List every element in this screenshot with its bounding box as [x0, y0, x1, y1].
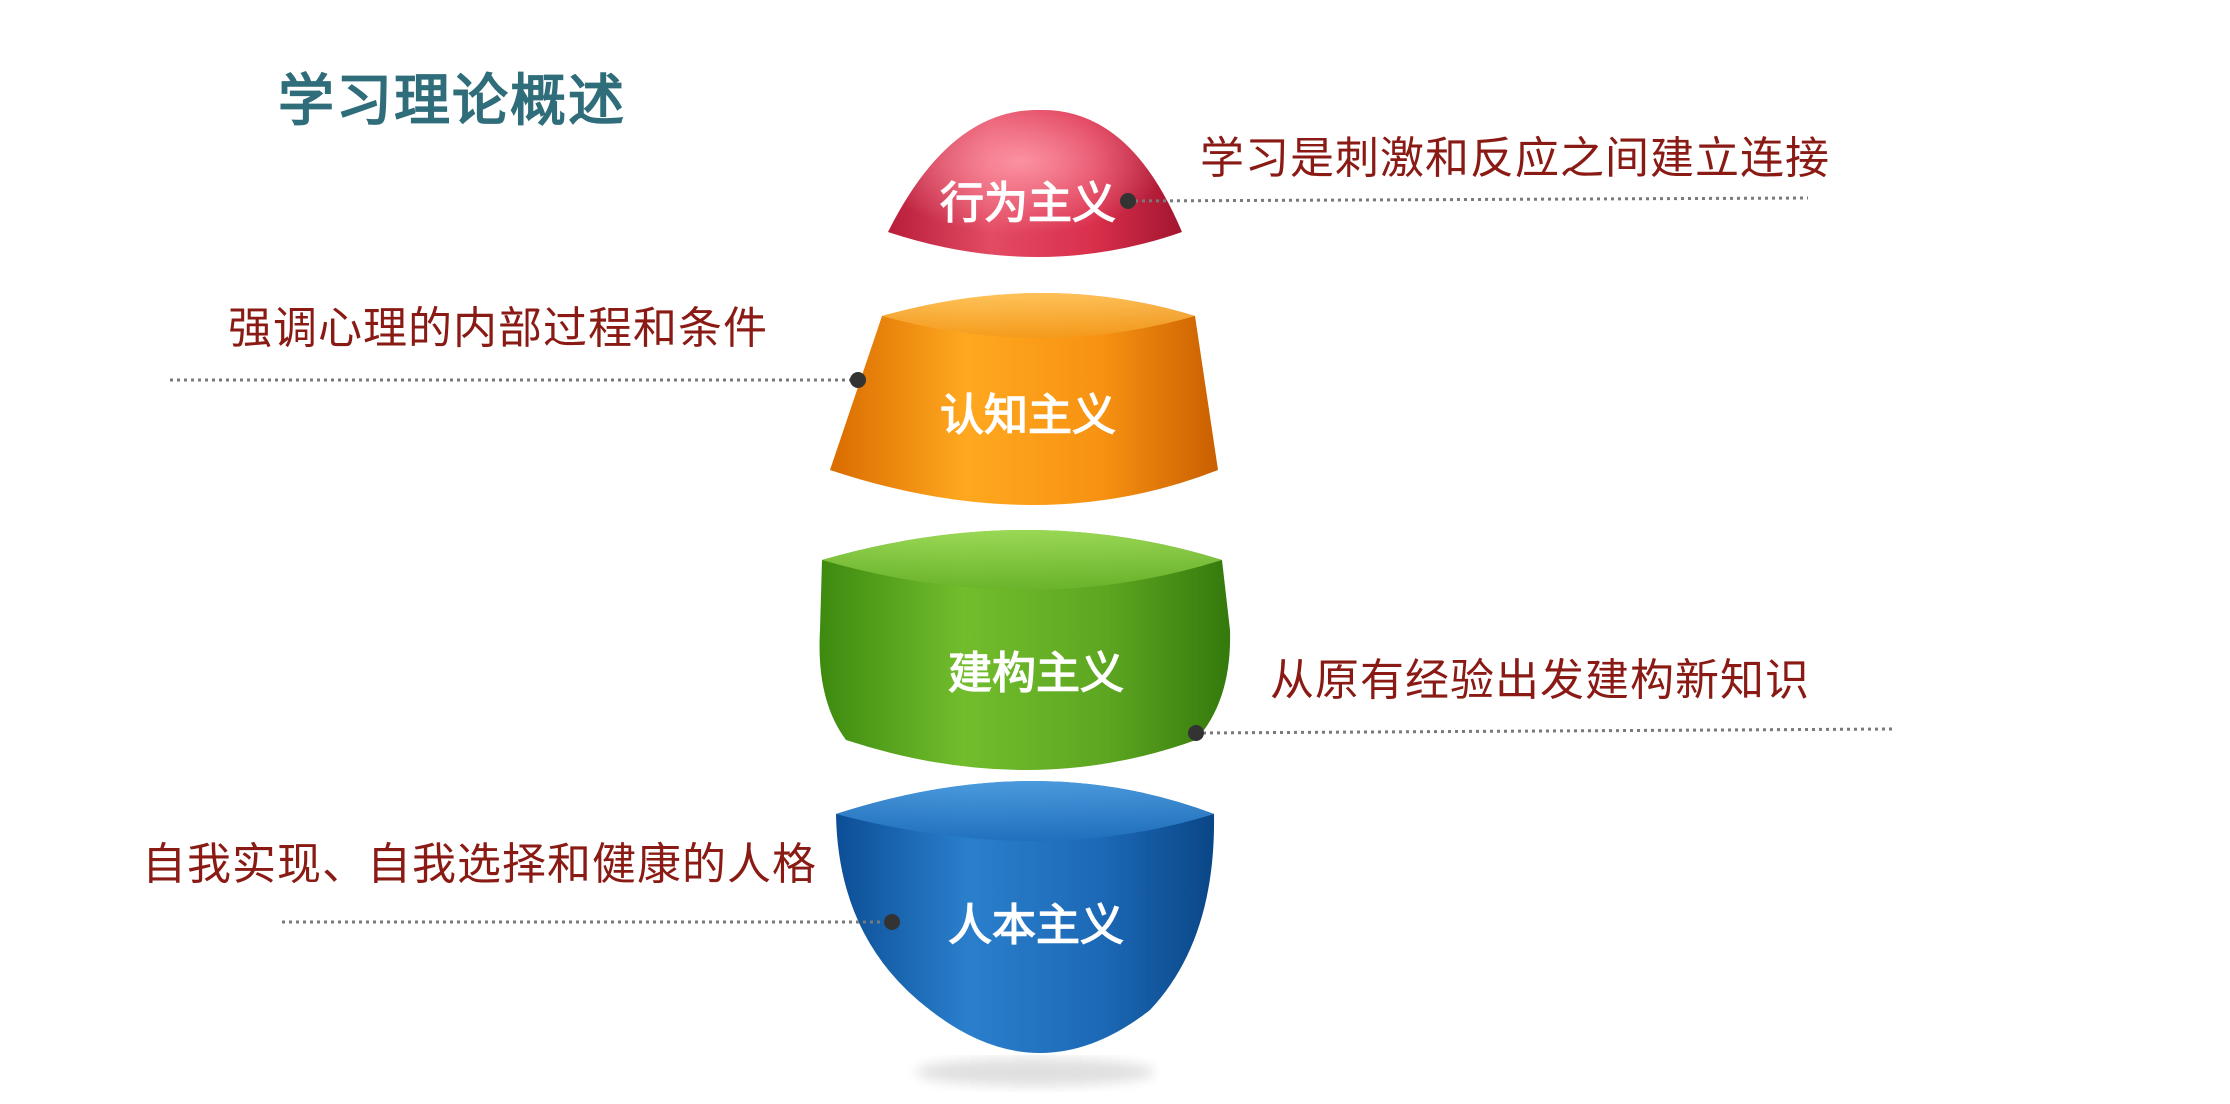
layer-label-cognitivism: 认知主义 — [940, 390, 1116, 441]
description-constructivism: 从原有经验出发建构新知识 — [1270, 655, 1810, 706]
description-behaviorism: 学习是刺激和反应之间建立连接 — [1200, 133, 1830, 184]
description-cognitivism: 强调心理的内部过程和条件 — [228, 303, 768, 354]
layer-behaviorism: 行为主义 — [888, 109, 1182, 257]
slide-title: 学习理论概述 — [278, 69, 626, 134]
layer-label-humanism: 人本主义 — [948, 900, 1124, 951]
layer-constructivism: 建构主义 — [819, 530, 1231, 770]
layer-label-constructivism: 建构主义 — [948, 648, 1124, 699]
connector-behaviorism — [1120, 193, 1809, 209]
connector-cognitivism — [170, 372, 866, 388]
layer-cognitivism: 认知主义 — [830, 293, 1218, 505]
layer-label-behaviorism: 行为主义 — [940, 178, 1116, 229]
layer-humanism: 人本主义 — [836, 781, 1215, 1053]
connector-humanism — [282, 914, 900, 930]
description-humanism: 自我实现、自我选择和健康的人格 — [142, 839, 817, 890]
connector-constructivism — [1188, 725, 1893, 741]
